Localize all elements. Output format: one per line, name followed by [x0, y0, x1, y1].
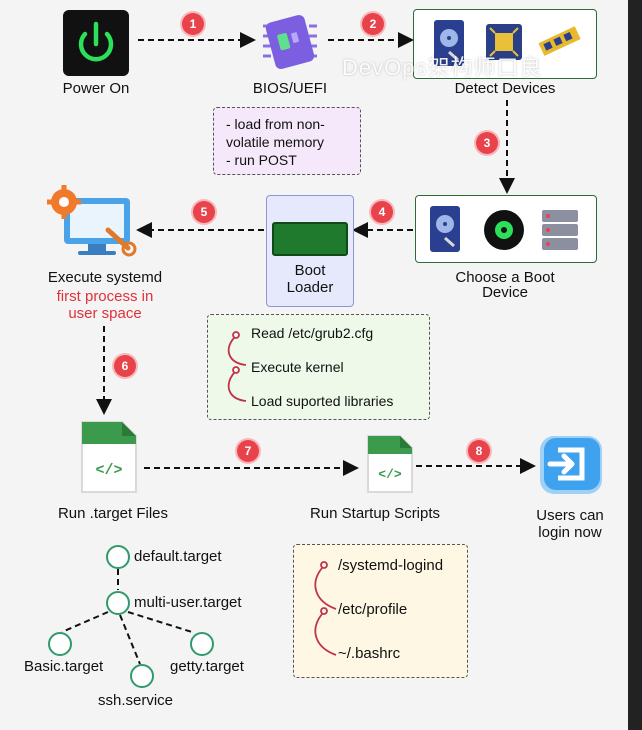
tree-edge	[61, 611, 109, 633]
grub-note-line: Execute kernel	[251, 359, 344, 375]
scripts-note-line: /etc/profile	[338, 601, 408, 618]
step-badge-8: 8	[468, 440, 490, 462]
cpu-board-icon	[486, 24, 522, 60]
optical-disc-icon	[484, 210, 524, 250]
target-files-label: Run .target Files	[57, 505, 169, 522]
detect-devices-card	[413, 9, 597, 79]
power-button-icon	[63, 10, 129, 76]
tree-node-multi-user	[106, 591, 130, 615]
right-edge-bar	[628, 0, 642, 730]
choose-boot-label: Choose a Boot Device	[430, 270, 580, 300]
flow-curve	[227, 331, 247, 402]
code-file-icon: </>	[81, 421, 137, 493]
tree-node-default	[106, 545, 130, 569]
choose-boot-line: Choose a Boot	[455, 269, 555, 286]
boot-loader-line: Loader	[286, 279, 334, 296]
basic-target-label: Basic.target	[24, 658, 104, 675]
boot-loader-label: Boot Loader	[267, 262, 353, 296]
connector-layer	[61, 32, 536, 665]
systemd-subtitle: first process in user space	[25, 288, 185, 322]
watermark-text: DevOps架构师口良	[342, 55, 543, 80]
system-settings-icon	[47, 185, 137, 257]
login-label-line: login now	[538, 524, 602, 541]
boot-devices-card	[415, 195, 597, 263]
startup-scripts-label: Run Startup Scripts	[309, 505, 441, 522]
bios-note-line: - load from non-	[226, 116, 325, 132]
tree-node-ssh	[130, 664, 154, 688]
getty-target-label: getty.target	[170, 658, 244, 675]
tree-edge	[119, 614, 141, 665]
step-badge-7: 7	[237, 440, 259, 462]
hard-drive-icon	[430, 206, 460, 252]
server-rack-icon	[542, 210, 578, 250]
login-icon	[540, 436, 602, 494]
bios-label: BIOS/UEFI	[252, 80, 328, 97]
bios-note-line: volatile memory	[226, 134, 325, 150]
scripts-note-line: /systemd-logind	[338, 557, 444, 574]
choose-boot-line: Device	[482, 284, 528, 301]
bios-note: - load from non- volatile memory - run P…	[213, 107, 361, 175]
tree-edge	[127, 611, 193, 633]
systemd-subtitle-line: user space	[68, 305, 142, 322]
scripts-note-line: ~/.bashrc	[338, 645, 401, 662]
boot-loader-line: Boot	[294, 262, 326, 279]
default-target-label: default.target	[134, 548, 222, 565]
grub-note: Read /etc/grub2.cfg Execute kernel Load …	[207, 314, 430, 420]
scripts-note: /systemd-logind /etc/profile ~/.bashrc	[293, 544, 468, 678]
code-glyph: </>	[95, 462, 122, 479]
diagram-canvas: 1 2 3 4 5 6 7 8 Power On BIOS/UEFI - loa…	[0, 0, 628, 730]
grub-note-line: Read /etc/grub2.cfg	[251, 325, 374, 341]
detect-devices-label: Detect Devices	[454, 80, 556, 97]
step-badge-4: 4	[371, 201, 393, 223]
bios-note-line: - run POST	[226, 152, 297, 168]
login-label-line: Users can	[536, 507, 604, 524]
tree-node-basic	[48, 632, 72, 656]
boot-loader-card: Boot Loader	[266, 195, 354, 307]
tree-node-getty	[190, 632, 214, 656]
step-badge-5: 5	[193, 201, 215, 223]
chip-icon	[263, 14, 317, 70]
step-badge-2: 2	[362, 13, 384, 35]
ssh-service-label: ssh.service	[98, 692, 174, 709]
code-glyph: </>	[378, 467, 402, 482]
power-on-label: Power On	[62, 80, 130, 97]
flow-curve	[314, 561, 337, 656]
systemd-subtitle-line: first process in	[56, 288, 154, 305]
multi-user-target-label: multi-user.target	[134, 594, 242, 611]
systemd-label: Execute systemd	[47, 269, 163, 286]
grub-badge	[272, 222, 348, 256]
step-badge-3: 3	[476, 132, 498, 154]
code-file-icon: </>	[367, 435, 413, 493]
step-badge-6: 6	[114, 355, 136, 377]
ram-module-icon	[538, 26, 581, 56]
login-label: Users can login now	[520, 507, 620, 541]
grub-note-line: Load suported libraries	[251, 393, 394, 409]
step-badge-1: 1	[182, 13, 204, 35]
hard-drive-icon	[434, 20, 464, 66]
